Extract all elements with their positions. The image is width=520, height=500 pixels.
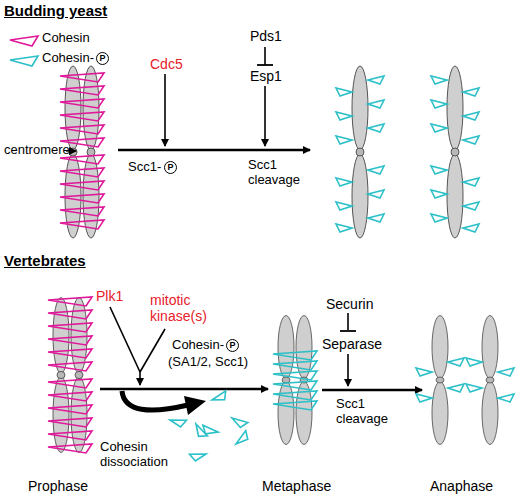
inhibition-bar (257, 64, 273, 66)
phase-label: Metaphase (262, 478, 331, 494)
chromatid (482, 316, 498, 445)
process-label: Cohesin- (172, 338, 224, 353)
cohesin-rings (48, 297, 92, 453)
phospho-mark: P (96, 52, 109, 65)
dissociated-cohesin (169, 391, 251, 462)
structure-label: centromere (4, 143, 70, 158)
cohesin-p-hooks (416, 358, 514, 402)
regulation-arrow (164, 74, 166, 146)
phase-label: Prophase (28, 478, 88, 494)
regulation-arrow (139, 371, 141, 385)
cohesin-p-rings (273, 351, 317, 410)
regulation-line (140, 329, 165, 372)
kinase-label: Cdc5 (150, 56, 183, 72)
regulation-line (110, 307, 140, 372)
phospho-mark: P (226, 339, 239, 352)
phase-label: Anaphase (430, 478, 493, 494)
legend-swatch (10, 56, 38, 66)
transition-arrow (118, 149, 310, 152)
regulation-arrow (264, 86, 266, 146)
phospho-mark: P (164, 161, 177, 174)
process-label: Cohesin dissociation (100, 440, 185, 470)
dissociation-arrow (122, 391, 188, 410)
transition-arrow (322, 389, 422, 392)
protein-label: Separase (322, 336, 382, 352)
legend-text: Cohesin (42, 31, 90, 46)
process-label: Scc1 cleavage (248, 158, 306, 188)
dissociation-arrow-head (184, 396, 206, 415)
inhibition-line (347, 313, 349, 330)
process-label: Scc1- (128, 160, 161, 175)
inhibition-bar (340, 330, 356, 332)
chromatid (432, 316, 448, 445)
panel-title: Budding yeast (4, 2, 107, 19)
kinase-label: mitotic kinase(s) (150, 292, 225, 324)
legend-swatch (10, 36, 38, 46)
inhibition-line (264, 47, 266, 65)
kinase-label: Plk1 (96, 288, 123, 304)
regulation-arrow (347, 354, 349, 386)
protein-label: Securin (326, 296, 373, 312)
protein-label: Esp1 (250, 68, 282, 84)
cohesin-p-hooks (336, 76, 479, 232)
transition-arrow (100, 388, 268, 391)
process-label: (SA1/2, Scc1) (168, 355, 248, 370)
protein-label: Pds1 (250, 28, 282, 44)
chromosome-pair (53, 298, 87, 453)
process-label: Scc1 cleavage (336, 397, 394, 427)
panel-title: Vertebrates (4, 252, 86, 269)
legend-text: Cohesin- (42, 51, 94, 66)
